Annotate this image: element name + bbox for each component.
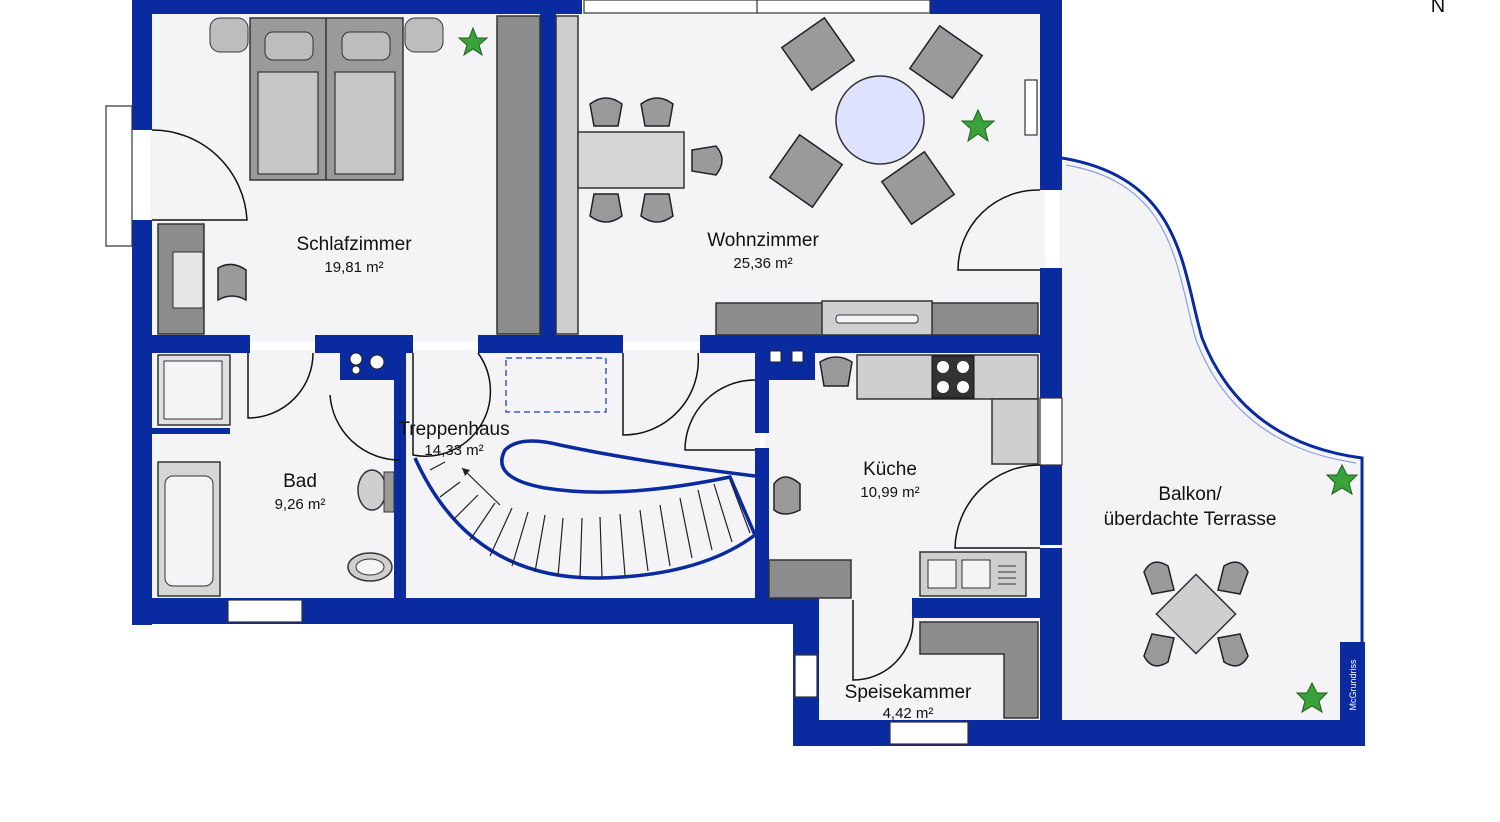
terrace-table-icon (1155, 573, 1237, 655)
windows (105, 0, 1063, 745)
doors (151, 129, 1041, 681)
shower-icon (157, 354, 231, 426)
toilet-icon (347, 552, 393, 582)
bad-area: 9,26 m² (275, 496, 326, 513)
floor-balkon (1060, 160, 1360, 720)
staircase-icon (413, 357, 758, 580)
balkon-name-line1: Balkon/ (1158, 484, 1222, 505)
bathtub-icon (157, 461, 221, 597)
socket-icon (349, 352, 385, 375)
wohnzimmer-name: Wohnzimmer (707, 230, 819, 251)
wohnzimmer-area: 25,36 m² (733, 255, 792, 272)
treppenhaus-area: 14,33 m² (424, 442, 483, 459)
plant-icon (1325, 463, 1359, 496)
speisekammer-area: 4,42 m² (883, 705, 934, 722)
north-label: N (1431, 0, 1445, 17)
dining-table-icon (577, 131, 685, 189)
kitchen-cabinet-icon (768, 559, 852, 599)
armchairs-icon (768, 16, 984, 226)
kitchen-sink-icon (919, 551, 1027, 597)
sideboard-icon (715, 300, 1039, 336)
desk-chair-icon (217, 263, 247, 302)
terrace-chairs-icon (1143, 561, 1249, 667)
plant-icon (457, 26, 489, 57)
plant-icon (1295, 681, 1329, 714)
kitchen-chair-icon (773, 356, 853, 515)
schlafzimmer-area: 19,81 m² (324, 259, 383, 276)
schlafzimmer-name: Schlafzimmer (296, 234, 412, 255)
balkon-railing (1061, 156, 1364, 742)
kueche-area: 10,99 m² (860, 484, 919, 501)
dining-chairs-icon (589, 97, 723, 223)
kueche-name: Küche (863, 459, 917, 480)
floor-treppenhaus (400, 350, 760, 600)
plant-icon (960, 108, 996, 143)
pantry-shelf-icon (919, 621, 1039, 719)
wardrobe-icon (496, 15, 541, 335)
bed-icon (209, 17, 444, 181)
stove-icon (931, 355, 975, 399)
bad-name: Bad (283, 471, 317, 492)
shelf-icon (555, 15, 579, 335)
treppenhaus-name: Treppenhaus (398, 419, 509, 440)
sink-icon (357, 469, 395, 513)
speisekammer-name: Speisekammer (845, 682, 972, 703)
brand-label: McGrundriss (1348, 659, 1358, 711)
socket-icon (769, 350, 804, 363)
balkon-name-line2: überdachte Terrasse (1104, 509, 1277, 530)
coffee-table-icon (835, 75, 925, 165)
